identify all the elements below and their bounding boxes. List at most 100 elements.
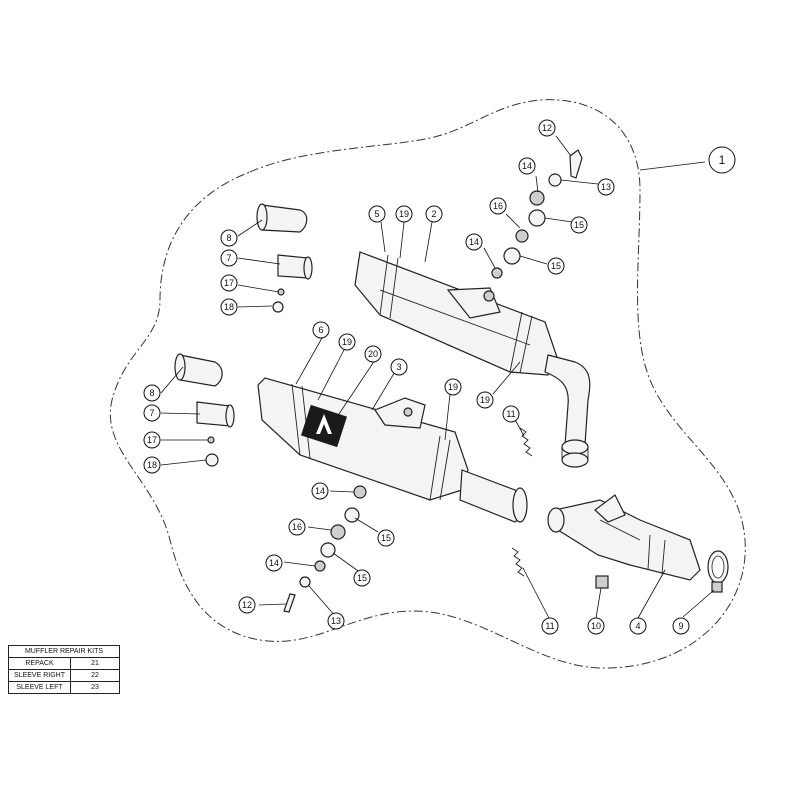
svg-text:15: 15 bbox=[551, 261, 561, 271]
svg-text:12: 12 bbox=[242, 600, 252, 610]
svg-text:8: 8 bbox=[226, 233, 231, 243]
callout: 15 bbox=[377, 529, 395, 547]
callout: 7 bbox=[220, 249, 238, 267]
callout: 8 bbox=[220, 229, 238, 247]
svg-text:19: 19 bbox=[399, 209, 409, 219]
svg-text:1: 1 bbox=[719, 153, 726, 167]
callout: 14 bbox=[518, 157, 536, 175]
svg-text:13: 13 bbox=[331, 616, 341, 626]
rivet bbox=[207, 436, 215, 444]
washer bbox=[205, 453, 219, 467]
svg-text:17: 17 bbox=[224, 278, 234, 288]
mount-hardware-lower bbox=[283, 485, 367, 613]
svg-text:5: 5 bbox=[374, 209, 379, 219]
callout: 19 bbox=[444, 378, 462, 396]
callout: 6 bbox=[312, 321, 330, 339]
callout: 13 bbox=[327, 612, 345, 630]
svg-text:14: 14 bbox=[469, 237, 479, 247]
svg-text:12: 12 bbox=[542, 123, 552, 133]
assembly-outline bbox=[109, 99, 746, 669]
svg-text:20: 20 bbox=[368, 349, 378, 359]
callout: 14 bbox=[465, 233, 483, 251]
end-cap bbox=[174, 353, 223, 387]
svg-text:14: 14 bbox=[269, 558, 279, 568]
callout: 11 bbox=[541, 617, 559, 635]
spring bbox=[511, 547, 525, 577]
callout: 17 bbox=[220, 274, 238, 292]
sleeve bbox=[277, 254, 313, 280]
svg-text:11: 11 bbox=[545, 621, 554, 631]
table-row: SLEEVE LEFT 23 bbox=[8, 681, 120, 694]
table-row: REPACK 21 bbox=[8, 657, 120, 670]
upper-muffler bbox=[354, 251, 591, 468]
leader-lines bbox=[160, 135, 715, 621]
callout: 15 bbox=[570, 216, 588, 234]
svg-text:18: 18 bbox=[147, 460, 157, 470]
callout: 9 bbox=[672, 617, 690, 635]
svg-text:11: 11 bbox=[506, 409, 515, 419]
callout: 16 bbox=[288, 518, 306, 536]
svg-text:8: 8 bbox=[149, 388, 154, 398]
callout: 14 bbox=[311, 482, 329, 500]
table-row: SLEEVE RIGHT 22 bbox=[8, 669, 120, 682]
header-collector bbox=[547, 494, 701, 581]
svg-text:7: 7 bbox=[226, 253, 231, 263]
callout: 8 bbox=[143, 384, 161, 402]
callout: 11 bbox=[502, 405, 520, 423]
svg-text:17: 17 bbox=[147, 435, 157, 445]
callout: 4 bbox=[629, 617, 647, 635]
callout: 2 bbox=[425, 205, 443, 223]
end-cap bbox=[256, 203, 308, 233]
svg-text:19: 19 bbox=[342, 337, 352, 347]
callout: 12 bbox=[238, 596, 256, 614]
callout: 3 bbox=[390, 358, 408, 376]
callout: 13 bbox=[597, 178, 615, 196]
nut bbox=[595, 575, 609, 589]
spring bbox=[519, 427, 533, 457]
svg-text:9: 9 bbox=[678, 621, 683, 631]
svg-text:15: 15 bbox=[381, 533, 391, 543]
callout: 19 bbox=[395, 205, 413, 223]
svg-text:19: 19 bbox=[448, 382, 458, 392]
svg-text:14: 14 bbox=[315, 486, 325, 496]
kit-label: REPACK bbox=[8, 657, 71, 670]
sleeve bbox=[196, 401, 235, 428]
svg-text:16: 16 bbox=[493, 201, 503, 211]
callout: 15 bbox=[353, 569, 371, 587]
svg-text:16: 16 bbox=[292, 522, 302, 532]
callout: 7 bbox=[143, 404, 161, 422]
svg-text:6: 6 bbox=[318, 325, 323, 335]
callout: 1 bbox=[708, 146, 736, 174]
svg-text:14: 14 bbox=[522, 161, 532, 171]
callout: 15 bbox=[547, 257, 565, 275]
callout: 18 bbox=[220, 298, 238, 316]
kit-label: SLEEVE LEFT bbox=[8, 681, 71, 694]
svg-text:2: 2 bbox=[431, 209, 436, 219]
mount-hardware-upper bbox=[491, 149, 583, 279]
svg-text:4: 4 bbox=[635, 621, 640, 631]
akrapovic-logo bbox=[300, 404, 348, 448]
svg-text:10: 10 bbox=[591, 621, 601, 631]
svg-text:18: 18 bbox=[224, 302, 234, 312]
callout: 12 bbox=[538, 119, 556, 137]
svg-text:15: 15 bbox=[574, 220, 584, 230]
muffler-repair-kits-table: MUFFLER REPAIR KITS REPACK 21 SLEEVE RIG… bbox=[8, 645, 120, 694]
svg-text:13: 13 bbox=[601, 182, 611, 192]
callout: 19 bbox=[338, 333, 356, 351]
washer bbox=[272, 301, 284, 313]
kit-label: SLEEVE RIGHT bbox=[8, 669, 71, 682]
callout: 16 bbox=[489, 197, 507, 215]
callout: 20 bbox=[364, 345, 382, 363]
kit-number: 23 bbox=[70, 681, 120, 694]
svg-text:3: 3 bbox=[396, 362, 401, 372]
callout: 10 bbox=[587, 617, 605, 635]
clamp bbox=[707, 550, 729, 593]
kit-number: 21 bbox=[70, 657, 120, 670]
callout: 17 bbox=[143, 431, 161, 449]
svg-text:7: 7 bbox=[149, 408, 154, 418]
svg-text:19: 19 bbox=[480, 395, 490, 405]
kit-number: 22 bbox=[70, 669, 120, 682]
table-title: MUFFLER REPAIR KITS bbox=[8, 645, 120, 658]
callout: 18 bbox=[143, 456, 161, 474]
